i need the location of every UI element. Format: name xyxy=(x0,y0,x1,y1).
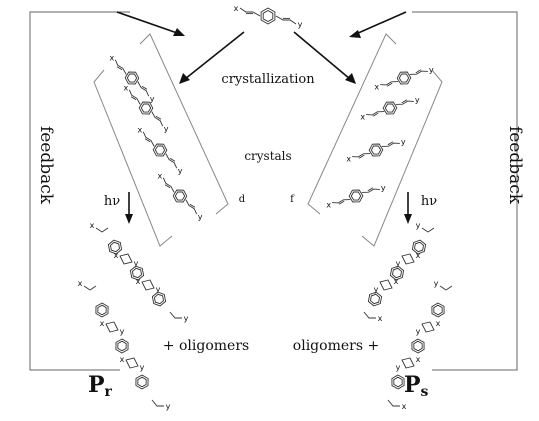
stack-right-monomer: xy xyxy=(374,65,434,91)
substituent-x: x xyxy=(137,126,142,135)
substituent-y: y xyxy=(401,137,406,146)
hv-left-label: hν xyxy=(104,194,120,209)
stack-left-monomer: xy xyxy=(123,84,168,134)
crystallization-arrowhead-right xyxy=(345,73,356,84)
right-cyclobutane-oligomer: y x y x y x xyxy=(387,279,453,411)
product-left-label: Pr xyxy=(88,372,113,400)
substituent-y: y xyxy=(374,285,379,294)
hv-right-label: hν xyxy=(421,194,437,209)
product-right-sub: s xyxy=(421,384,429,400)
substituent-y: y xyxy=(178,166,183,175)
crystallization-label: crystallization xyxy=(221,72,315,87)
monomer: xy xyxy=(234,4,303,29)
substituent-y: y xyxy=(156,285,161,294)
crystal-bracket-left xyxy=(93,33,229,247)
product-right-label: Ps xyxy=(404,372,429,400)
substituent-end: x xyxy=(402,402,407,411)
hv-arrowhead-right xyxy=(404,214,412,224)
crystal-bracket-right xyxy=(307,33,443,247)
substituent-y: y xyxy=(429,65,434,74)
feedback-frame-right xyxy=(412,11,518,371)
substituent-y: y xyxy=(150,94,155,103)
substituent-x: x xyxy=(436,319,441,328)
bracket-right-tag: f xyxy=(290,194,295,205)
substituent-x: x xyxy=(374,83,379,92)
product-left-sub: r xyxy=(105,384,113,400)
feedback-arrow-right xyxy=(355,11,407,35)
substituent-x: x xyxy=(120,355,125,364)
substituent-end: y xyxy=(184,314,189,323)
feedback-left-label: feedback xyxy=(36,126,56,205)
substituent-y: y xyxy=(381,183,386,192)
substituent-x: x xyxy=(114,251,119,260)
feedback-arrowhead-right xyxy=(349,30,361,38)
stack-left-monomer: xy xyxy=(157,172,202,222)
product-left-main: P xyxy=(88,372,105,398)
substituent-end: y xyxy=(166,402,171,411)
crystals-label: crystals xyxy=(244,149,291,163)
substituent-x: x xyxy=(394,277,399,286)
substituent-x: x xyxy=(346,155,351,164)
substituent-x: x xyxy=(157,172,162,181)
substituent-y: y xyxy=(134,259,139,268)
feedback-arrowhead-left xyxy=(173,28,185,36)
substituent-end: x xyxy=(90,221,95,230)
substituent-x: x xyxy=(109,54,114,63)
substituent-end: x xyxy=(78,279,83,288)
substituent-end: y xyxy=(434,279,439,288)
feedback-right-label: feedback xyxy=(505,126,525,205)
substituent-x: x xyxy=(416,251,421,260)
substituent-y: y xyxy=(415,95,420,104)
oligomers-right-label: oligomers + xyxy=(293,338,379,354)
substituent-y: y xyxy=(120,327,125,336)
crystallization-arrow-left xyxy=(184,31,245,80)
stack-left-monomer: xy xyxy=(137,126,182,176)
substituent-end: y xyxy=(416,221,421,230)
stack-right-monomer: xy xyxy=(326,183,386,209)
substituent-x: x xyxy=(123,84,128,93)
oligomers-left-label: + oligomers xyxy=(163,338,249,354)
substituent-x: x xyxy=(360,113,365,122)
hv-arrowhead-left xyxy=(125,214,133,224)
monomer-top: xy xyxy=(234,4,303,29)
stack-right-monomer: xy xyxy=(346,137,406,163)
bracket-left-tag: d xyxy=(239,194,246,205)
stack-right-monomer: xy xyxy=(360,95,420,121)
substituent-x: x xyxy=(416,355,421,364)
feedback-arrow-left xyxy=(116,11,181,35)
substituent-x: x xyxy=(234,4,239,13)
crystallization-arrow-right xyxy=(293,31,351,80)
substituent-y: y xyxy=(140,363,145,372)
stack-left-monomer: xy xyxy=(109,54,154,104)
substituent-y: y xyxy=(198,212,203,221)
substituent-y: y xyxy=(396,363,401,372)
substituent-x: x xyxy=(100,319,105,328)
substituent-y: y xyxy=(396,259,401,268)
substituent-y: y xyxy=(298,20,303,29)
substituent-y: y xyxy=(164,124,169,133)
substituent-x: x xyxy=(136,277,141,286)
feedback-frame-left xyxy=(29,11,130,371)
left-cyclobutane-oligomer: x x y x y y xyxy=(78,279,171,411)
substituent-end: x xyxy=(378,314,383,323)
crystallization-arrowhead-left xyxy=(179,73,190,84)
substituent-y: y xyxy=(416,327,421,336)
substituent-x: x xyxy=(326,201,331,210)
product-right-main: P xyxy=(404,372,421,398)
